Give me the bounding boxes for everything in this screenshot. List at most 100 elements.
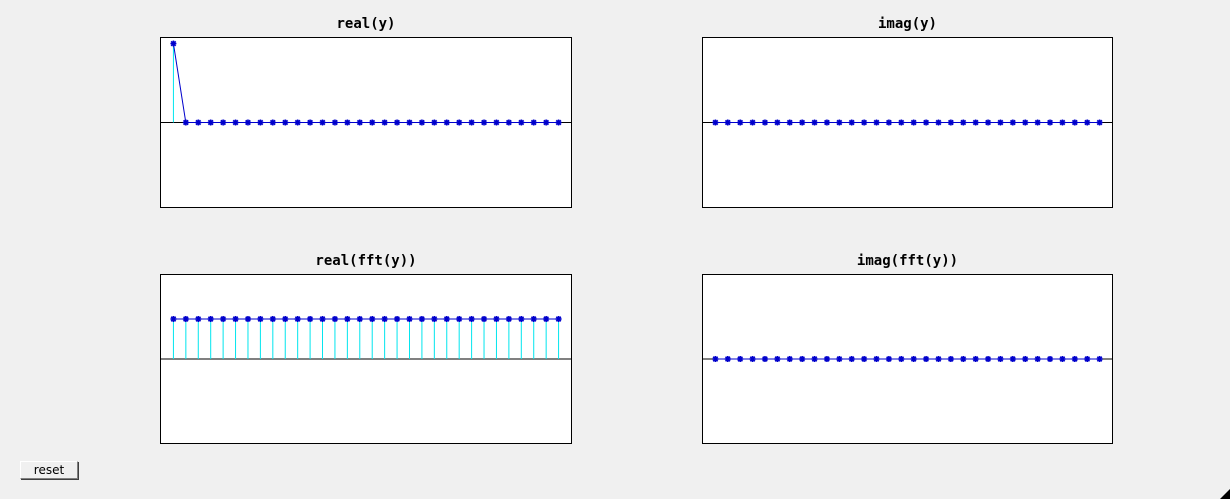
data-point bbox=[873, 356, 880, 362]
data-point bbox=[1096, 356, 1103, 362]
data-point bbox=[195, 119, 202, 126]
data-point bbox=[555, 119, 562, 126]
data-point bbox=[761, 356, 768, 362]
data-point bbox=[381, 316, 388, 322]
data-point bbox=[232, 119, 239, 126]
data-point bbox=[456, 119, 463, 126]
axes-title-imag-fft-y: imag(fft(y)) bbox=[856, 253, 959, 269]
data-point bbox=[774, 119, 781, 126]
data-point bbox=[530, 316, 537, 322]
data-point bbox=[493, 316, 500, 322]
data-point bbox=[786, 356, 793, 362]
data-point bbox=[269, 119, 276, 126]
data-point bbox=[761, 119, 768, 126]
data-point bbox=[468, 316, 475, 322]
data-point bbox=[1047, 119, 1054, 126]
data-point bbox=[823, 119, 830, 126]
data-point bbox=[985, 356, 992, 362]
data-point bbox=[356, 316, 363, 322]
data-point bbox=[381, 119, 388, 126]
data-point bbox=[1022, 119, 1029, 126]
data-point bbox=[294, 316, 301, 322]
axes-imag-fft-y[interactable] bbox=[702, 274, 1113, 444]
data-point bbox=[182, 119, 189, 126]
data-point bbox=[170, 316, 177, 322]
resize-grip-icon[interactable] bbox=[1220, 489, 1230, 499]
axes-title-imag-y: imag(y) bbox=[877, 16, 937, 32]
data-point bbox=[481, 316, 488, 322]
data-point bbox=[431, 316, 438, 322]
data-point bbox=[307, 119, 314, 126]
data-point bbox=[972, 119, 979, 126]
data-point bbox=[737, 356, 744, 362]
data-point bbox=[182, 316, 189, 322]
data-point bbox=[369, 316, 376, 322]
data-point bbox=[811, 356, 818, 362]
axes-real-fft-y[interactable] bbox=[160, 274, 572, 444]
data-point bbox=[799, 119, 806, 126]
data-point bbox=[799, 356, 806, 362]
data-point bbox=[1034, 356, 1041, 362]
data-point bbox=[712, 356, 719, 362]
data-point bbox=[786, 119, 793, 126]
data-point bbox=[1009, 356, 1016, 362]
data-point bbox=[910, 119, 917, 126]
data-point bbox=[898, 356, 905, 362]
data-point bbox=[220, 316, 227, 322]
data-point bbox=[344, 119, 351, 126]
data-point bbox=[518, 119, 525, 126]
data-point bbox=[1009, 119, 1016, 126]
data-point bbox=[1047, 356, 1054, 362]
data-point bbox=[369, 119, 376, 126]
data-point bbox=[331, 316, 338, 322]
data-point bbox=[207, 316, 214, 322]
data-point bbox=[505, 316, 512, 322]
data-point bbox=[823, 356, 830, 362]
axes-real-y[interactable] bbox=[160, 37, 572, 208]
data-point bbox=[997, 356, 1004, 362]
reset-button[interactable]: reset bbox=[20, 461, 78, 479]
data-point bbox=[1059, 119, 1066, 126]
data-point bbox=[923, 356, 930, 362]
data-point bbox=[406, 316, 413, 322]
data-point bbox=[244, 316, 251, 322]
data-point bbox=[418, 119, 425, 126]
data-point bbox=[344, 316, 351, 322]
data-point bbox=[749, 119, 756, 126]
data-point bbox=[294, 119, 301, 126]
data-point bbox=[811, 119, 818, 126]
axes-title-real-y: real(y) bbox=[336, 16, 396, 32]
data-point bbox=[319, 316, 326, 322]
data-point bbox=[481, 119, 488, 126]
data-point bbox=[836, 356, 843, 362]
data-point bbox=[947, 356, 954, 362]
data-point bbox=[1022, 356, 1029, 362]
data-point bbox=[518, 316, 525, 322]
data-point bbox=[848, 356, 855, 362]
data-point bbox=[232, 316, 239, 322]
data-point bbox=[443, 119, 450, 126]
data-point bbox=[257, 119, 264, 126]
data-point bbox=[1034, 119, 1041, 126]
data-point bbox=[910, 356, 917, 362]
data-point bbox=[269, 316, 276, 322]
data-point bbox=[319, 119, 326, 126]
data-point bbox=[836, 119, 843, 126]
data-point bbox=[1084, 356, 1091, 362]
data-point bbox=[282, 119, 289, 126]
data-point bbox=[220, 119, 227, 126]
data-point bbox=[505, 119, 512, 126]
data-point bbox=[724, 119, 731, 126]
data-point bbox=[923, 119, 930, 126]
data-point bbox=[394, 316, 401, 322]
data-point bbox=[712, 119, 719, 126]
data-point bbox=[861, 119, 868, 126]
data-point bbox=[331, 119, 338, 126]
data-point bbox=[307, 316, 314, 322]
axes-imag-y[interactable] bbox=[702, 37, 1113, 208]
data-point bbox=[861, 356, 868, 362]
data-point bbox=[1059, 356, 1066, 362]
data-point bbox=[195, 316, 202, 322]
data-point bbox=[431, 119, 438, 126]
data-point bbox=[749, 356, 756, 362]
